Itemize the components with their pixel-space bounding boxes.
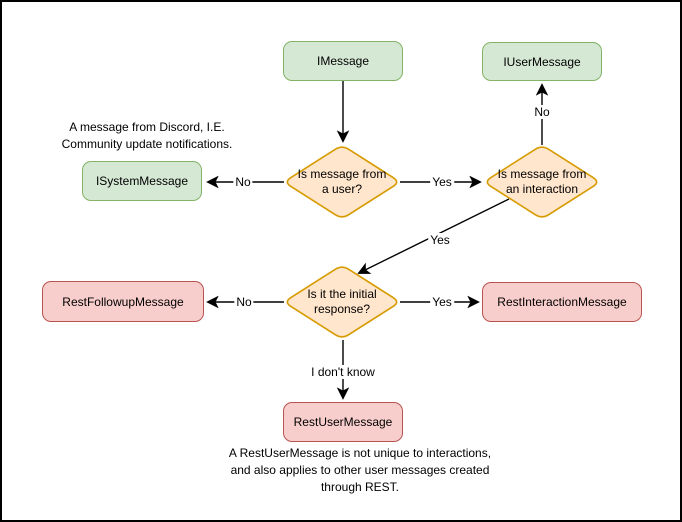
- decision-from-user-line2: a user?: [321, 182, 363, 196]
- edge-label-initial-no: No: [234, 295, 254, 309]
- edge-label-initial-yes: Yes: [430, 295, 454, 309]
- node-isystemmessage: ISystemMessage: [82, 161, 202, 201]
- caption-rest-user-note-line2: and also applies to other user messages …: [230, 463, 490, 477]
- caption-system-note-line1: A message from Discord, I.E.: [69, 120, 225, 134]
- node-restusermessage: RestUserMessage: [283, 402, 403, 442]
- decision-initial-response-line1: Is it the initial: [307, 287, 377, 301]
- caption-system-note: A message from Discord, I.E. Community u…: [37, 119, 257, 153]
- edge-label-interaction-no: No: [532, 105, 552, 119]
- caption-rest-user-note-line3: through REST.: [320, 480, 400, 494]
- caption-rest-user-note: A RestUserMessage is not unique to inter…: [150, 445, 570, 496]
- node-imessage: IMessage: [283, 41, 403, 81]
- decision-from-user-shape: [286, 146, 398, 218]
- node-restfollowupmessage: RestFollowupMessage: [42, 281, 204, 322]
- node-restinteractionmessage: RestInteractionMessage: [482, 282, 642, 322]
- edge-label-initial-unknown: I don't know: [309, 365, 377, 379]
- caption-system-note-line2: Community update notifications.: [61, 137, 233, 151]
- decision-initial-response-label: Is it the initial response?: [307, 287, 376, 317]
- node-restinteractionmessage-label: RestInteractionMessage: [497, 295, 627, 309]
- node-iusermessage: IUserMessage: [482, 42, 602, 81]
- decision-from-interaction-line2: an interaction: [505, 182, 579, 196]
- edge-label-user-no: No: [233, 175, 253, 189]
- decision-initial-response-shape: [286, 266, 398, 338]
- decision-from-interaction-line1: Is message from: [497, 167, 587, 181]
- node-imessage-label: IMessage: [316, 54, 370, 68]
- node-isystemmessage-label: ISystemMessage: [95, 174, 189, 188]
- edge-label-interaction-yes: Yes: [428, 233, 452, 247]
- decision-from-interaction-shape: [486, 146, 598, 218]
- decision-initial-response-line2: response?: [313, 302, 371, 316]
- node-restusermessage-label: RestUserMessage: [293, 415, 393, 429]
- node-restfollowupmessage-label: RestFollowupMessage: [62, 294, 184, 309]
- decision-from-interaction-label: Is message from an interaction: [498, 167, 587, 197]
- decision-from-user-line1: Is message from: [297, 167, 387, 181]
- decision-from-user-label: Is message from a user?: [298, 167, 387, 197]
- caption-rest-user-note-line1: A RestUserMessage is not unique to inter…: [228, 446, 492, 460]
- edge-label-user-yes: Yes: [430, 175, 454, 189]
- node-iusermessage-label: IUserMessage: [503, 54, 581, 69]
